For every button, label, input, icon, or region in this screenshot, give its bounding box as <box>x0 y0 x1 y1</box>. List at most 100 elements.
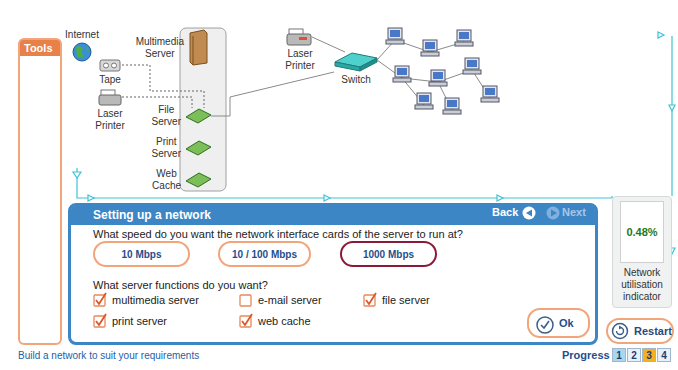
network-switch-icon <box>360 58 377 71</box>
device-label: Tape <box>99 74 121 86</box>
ok-button: Ok <box>527 308 590 338</box>
multimedia-server-icon <box>193 36 194 65</box>
laser-printer-icon <box>99 95 121 105</box>
checkbox-label: web cache <box>258 315 311 327</box>
guide-marker <box>497 195 503 201</box>
pc-screen <box>467 60 477 67</box>
pc-screen <box>425 42 435 49</box>
pc-screen <box>390 30 495 107</box>
laser-printer-icon <box>287 34 311 45</box>
network-switch-icon <box>335 53 377 71</box>
printer-node: Laser Printer <box>288 28 312 46</box>
cyan-guide-line <box>77 168 612 198</box>
cyan-guide-line <box>671 36 672 196</box>
guide-marker <box>669 105 675 111</box>
checkbox-label: e-mail server <box>258 294 322 306</box>
progress-step: 3 <box>642 348 656 362</box>
pc-screen <box>447 100 457 107</box>
server-board-icon <box>186 109 211 123</box>
panel-heading: Tools <box>20 40 60 56</box>
server-board-icon <box>186 141 211 155</box>
pc-icon <box>483 86 497 97</box>
button-text: 10 / 100 Mbps <box>232 249 297 260</box>
pc-icon <box>445 98 459 109</box>
button-text: 1 <box>616 350 622 361</box>
pc-base <box>429 82 447 86</box>
internet-globe <box>86 46 89 53</box>
pc-icon <box>423 40 437 51</box>
network-switch-icon <box>335 62 360 71</box>
button-text: 3 <box>646 350 652 361</box>
button-text: 4 <box>661 350 667 361</box>
speed-button: 10 / 100 Mbps <box>218 241 311 267</box>
pc-screen <box>390 30 400 37</box>
server-rack <box>180 28 226 191</box>
printer-node: Laser Printer <box>98 88 122 106</box>
pc-icon <box>417 93 431 104</box>
guide-marker <box>88 195 94 201</box>
print-server-node: Print Server <box>185 140 211 156</box>
device-label: Laser Printer <box>95 108 124 132</box>
file-server-node: File Server <box>185 108 211 124</box>
pc-icon <box>388 28 402 39</box>
internet-globe <box>73 43 91 61</box>
device-label: Multimedia Server <box>136 36 184 60</box>
pc-screen <box>485 88 495 95</box>
button-text: Restart <box>634 325 672 337</box>
button-text: 2 <box>631 350 637 361</box>
guide-marker <box>658 32 664 38</box>
percent-value: 0.48% <box>620 201 664 263</box>
pc-base <box>415 105 433 109</box>
server-board-icon <box>186 109 211 187</box>
tape-icon <box>112 63 117 68</box>
pc-screen <box>397 68 407 75</box>
button-text: 10 Mbps <box>121 249 161 260</box>
status-text: Build a network to suit your requirement… <box>18 350 199 361</box>
multimedia-server-icon <box>190 30 207 65</box>
laser-printer-icon <box>99 29 311 105</box>
web-cache-node: Web Cache <box>185 172 211 188</box>
question-text: What speed do you want the network inter… <box>93 228 463 240</box>
utilisation-indicator: 0.48%Network utilisation indicator <box>612 196 672 308</box>
internet-globe <box>73 43 91 61</box>
pc-screen <box>419 95 429 102</box>
tape-node: Tape <box>98 58 122 72</box>
laser-printer-icon <box>299 37 307 40</box>
progress-label: Progress <box>562 349 610 361</box>
dotted-link <box>122 97 192 108</box>
pc-base <box>455 42 473 46</box>
lan-cable <box>377 40 490 110</box>
checkbox-label: multimedia server <box>112 294 199 306</box>
restart-button: Restart <box>606 318 674 344</box>
device-label: Web Cache <box>152 168 181 192</box>
pc-base <box>386 40 499 114</box>
guide-marker <box>73 172 81 178</box>
internet-node: Internet <box>72 43 92 61</box>
pc-icon <box>465 58 479 69</box>
dotted-link <box>122 65 204 108</box>
server-rack <box>180 28 226 191</box>
pc-base <box>393 78 411 82</box>
tape-icon <box>100 60 120 71</box>
pc-base <box>421 52 439 56</box>
server-board-icon <box>186 173 211 187</box>
pc-icon <box>457 30 471 41</box>
internet-globe <box>76 46 84 57</box>
network-cable <box>312 37 345 52</box>
pc-base <box>463 70 481 74</box>
multimedia-server-icon <box>190 30 207 65</box>
nav-label: Back <box>492 206 518 218</box>
progress-step: 2 <box>627 348 641 362</box>
device-label: Print Server <box>152 136 181 160</box>
cyan-guide-line <box>77 36 672 198</box>
device-label: Switch <box>341 74 370 86</box>
tools-panel: Tools <box>18 38 62 345</box>
lan-cable <box>377 40 464 60</box>
checkbox-label: print server <box>112 315 167 327</box>
device-label: File Server <box>152 104 181 128</box>
pc-screen <box>459 32 469 39</box>
pc-base <box>386 40 404 44</box>
button-text: 1000 Mbps <box>363 249 414 260</box>
pc-base <box>443 110 461 114</box>
